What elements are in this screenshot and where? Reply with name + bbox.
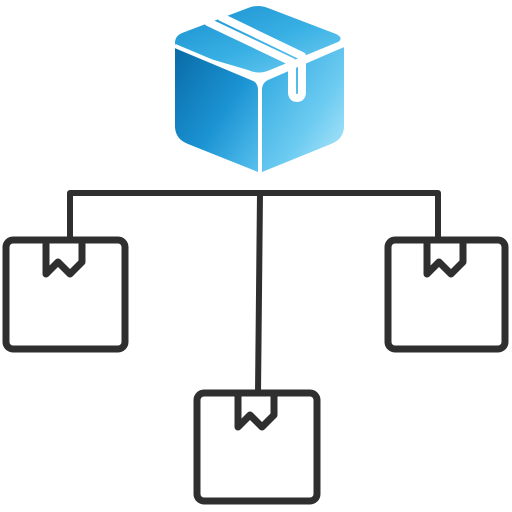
box-tape-notch-icon [42,236,86,278]
outline-box-frame [193,389,321,505]
box-tape-notch-icon [234,389,278,431]
colored-box-icon [174,6,345,172]
box-tape-icon [204,13,306,102]
outline-box-icon-right [384,236,509,353]
tree-connector-lines [67,190,441,396]
outline-box-frame [384,236,509,353]
connector-horizontal [67,190,441,243]
box-right-face [262,47,344,172]
outline-box-frame [2,236,129,353]
box-tape-notch-icon [423,236,467,278]
outline-box-icon-left [2,236,129,353]
outline-box-icon-center [193,389,321,505]
box-left-face [175,47,258,172]
box-edge-highlight [174,43,345,82]
connector-vertical [255,190,263,396]
